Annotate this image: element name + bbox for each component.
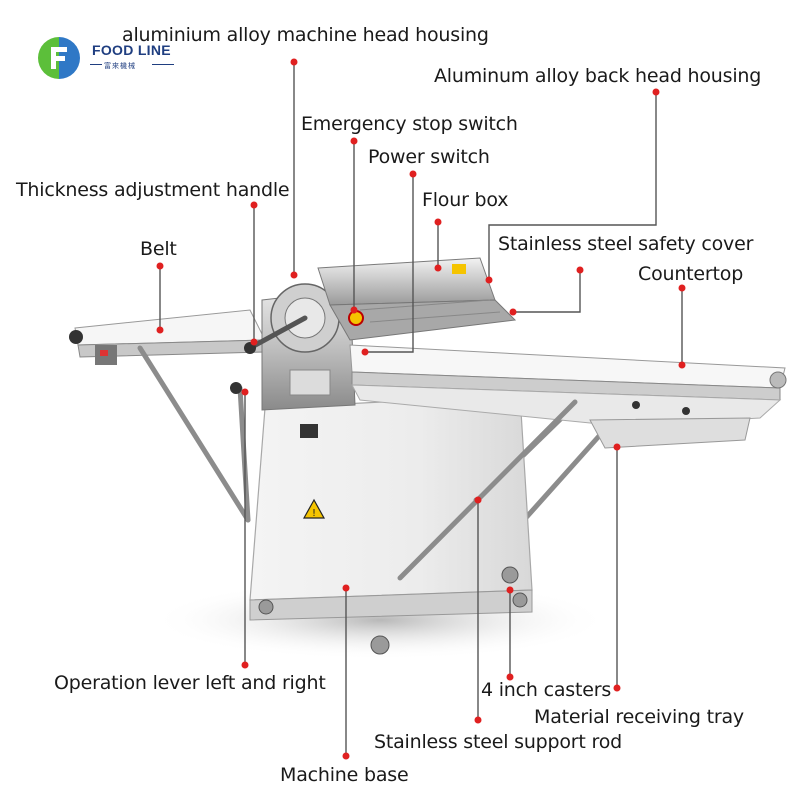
svg-text:!: ! [312, 508, 316, 519]
label-countertop: Countertop [638, 263, 744, 285]
left-lever-knob [230, 382, 242, 394]
logo-mark-icon [38, 37, 80, 79]
label-casters: 4 inch casters [481, 679, 612, 701]
label-belt: Belt [140, 238, 177, 260]
food-line-logo: FOOD LINE 富來機械 [34, 33, 184, 83]
label-operation-lever: Operation lever left and right [54, 672, 326, 694]
machine-base-cabinet: ! [249, 394, 533, 621]
label-safety-cover: Stainless steel safety cover [498, 233, 754, 255]
label-receiving-tray: Material receiving tray [534, 706, 744, 728]
right-conveyor [349, 344, 787, 449]
left-conveyor [69, 309, 266, 365]
label-head-housing: aluminium alloy machine head housing [122, 24, 489, 46]
left-legs [137, 345, 251, 523]
leader-lines [159, 62, 683, 756]
label-support-rod: Stainless steel support rod [374, 731, 622, 753]
casters [258, 566, 528, 655]
label-back-head-housing: Aluminum alloy back head housing [434, 65, 762, 87]
callout-dots [156, 58, 686, 760]
logo-rule-right [152, 64, 174, 65]
head-assembly [244, 257, 517, 411]
label-flour-box: Flour box [422, 189, 509, 211]
label-thickness-handle: Thickness adjustment handle [16, 179, 290, 201]
label-power-switch: Power switch [368, 146, 490, 168]
label-emergency-stop: Emergency stop switch [301, 113, 518, 135]
brand-name: FOOD LINE [92, 42, 171, 58]
brand-subtitle: 富來機械 [104, 62, 136, 70]
label-machine-base: Machine base [280, 764, 409, 786]
logo-rule-left [90, 64, 102, 65]
